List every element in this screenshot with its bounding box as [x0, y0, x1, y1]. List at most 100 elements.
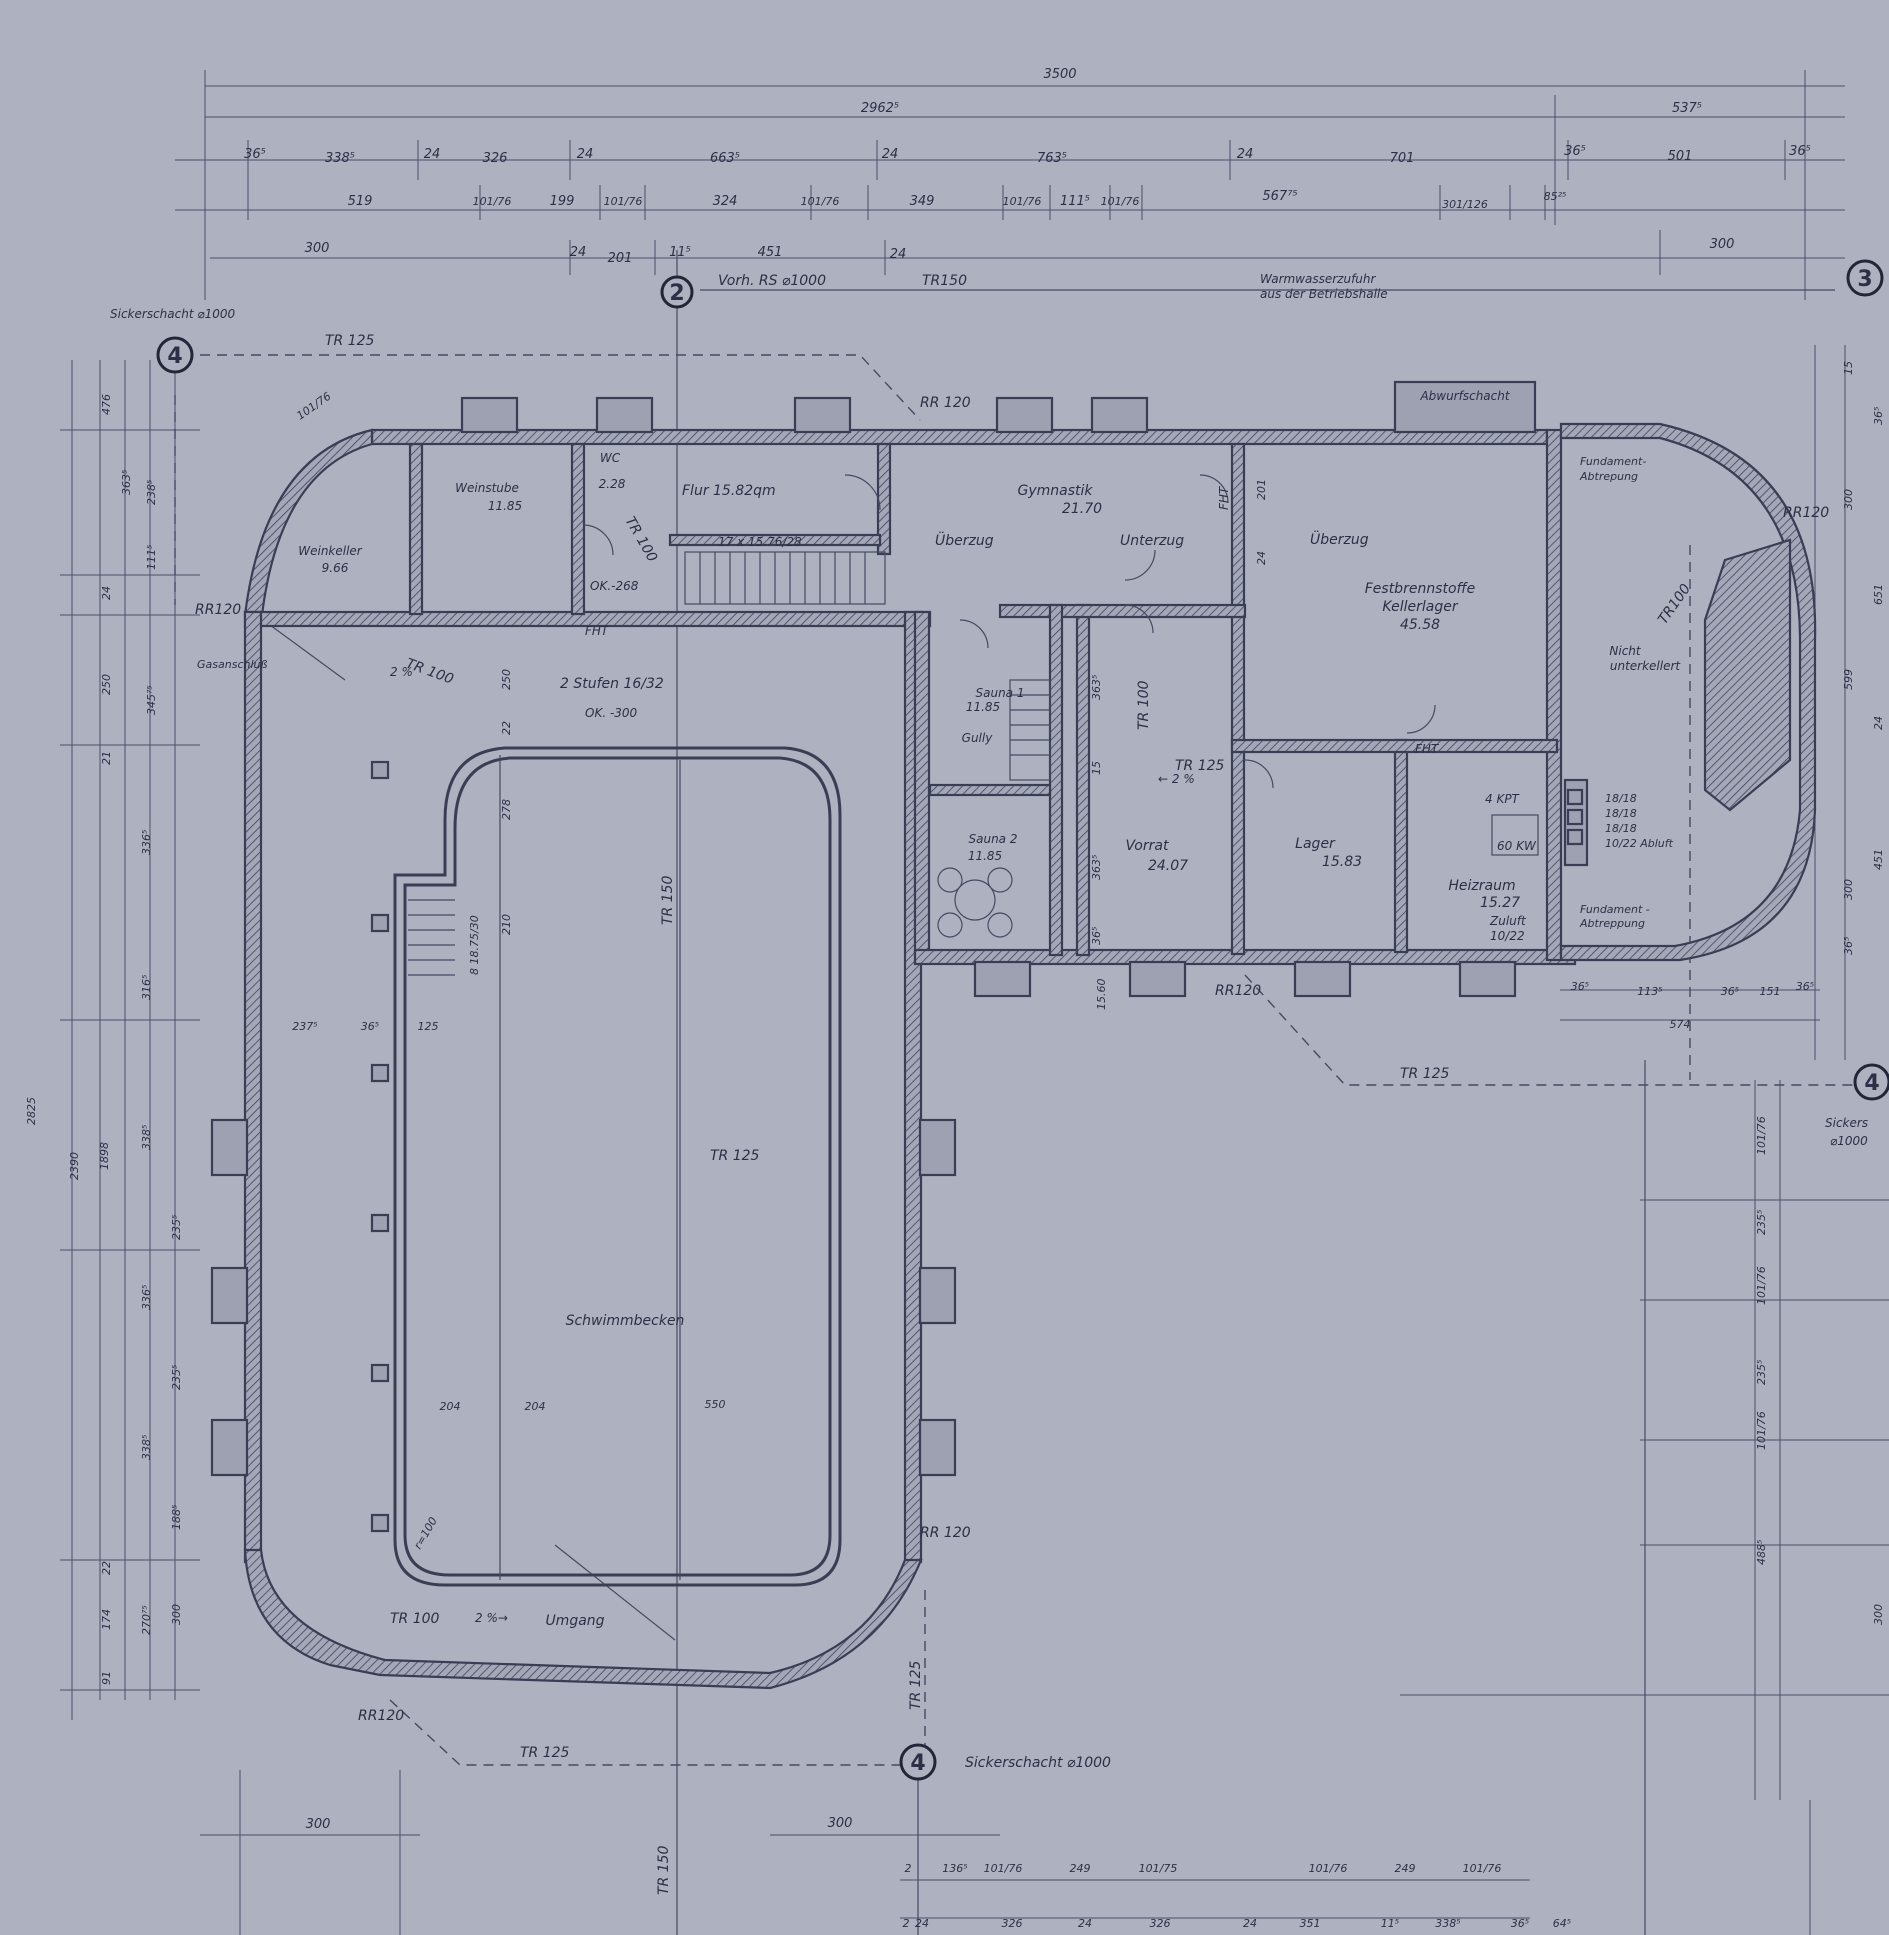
stairs-sauna	[1009, 679, 1051, 781]
label-warmwasser-2: aus der Betriebshalle	[1260, 287, 1388, 301]
room-lager: Lager	[1295, 836, 1336, 852]
label-ok268: OK.-268	[590, 579, 639, 593]
dim-int-8: 24	[1255, 551, 1268, 565]
dim-sub-0: 519	[348, 194, 373, 209]
door-swings	[582, 474, 1436, 789]
drain-lines	[174, 354, 1860, 1766]
room-abwurfschacht: Abwurfschacht	[1419, 389, 1510, 403]
dim-int-3: 210	[500, 914, 513, 935]
dim-right-lower-2: 101/76	[1755, 1266, 1768, 1305]
label-fundament-2: Abtrepung	[1579, 470, 1638, 483]
dim-left-20: 91	[100, 1671, 113, 1685]
dim-b1-2: 101/76	[984, 1862, 1023, 1875]
dim-left-7: 21	[100, 751, 113, 765]
pipe-rr120-d: RR120	[1215, 983, 1261, 999]
dim-left-16: 22	[100, 1561, 113, 1575]
dim-left-total-0: 2825	[25, 1097, 38, 1125]
pipe-rr120-c: RR120	[1783, 505, 1829, 521]
sauna-table	[937, 867, 1013, 938]
room-weinkeller: Weinkeller	[298, 544, 363, 558]
dim-int-5: 36⁵	[361, 1020, 379, 1033]
dim-left-0: 476	[100, 394, 113, 415]
dim-b2-9: 36⁵	[1511, 1917, 1529, 1930]
dim-int-10: 15	[1090, 761, 1103, 775]
note-nicht: Nicht	[1609, 644, 1642, 658]
dim-b2-2: 326	[1002, 1917, 1023, 1930]
svg-text:2: 2	[669, 281, 684, 306]
dim-top-6: 24	[882, 147, 899, 162]
dimension-lines-bottom	[200, 1770, 1811, 1935]
label-stairs: 17 x 15.76/28	[718, 535, 802, 549]
dim-int-11: 363⁵	[1090, 855, 1103, 880]
room-sauna1: Sauna 1	[976, 686, 1025, 700]
pipe-tr125-b: TR 125	[1175, 758, 1225, 774]
dim-left-2: 238⁵	[145, 480, 158, 505]
room-heizraum-area: 15.27	[1480, 895, 1520, 911]
dim-text-top: 3500 2962⁵ 537⁵ 36⁵ 338⁵ 24 326 24 663⁵ …	[244, 67, 1811, 266]
dim-left-total-1: 2390	[68, 1152, 81, 1180]
dim-sub-4: 324	[713, 194, 738, 209]
label-sickerschacht-top: Sickerschacht ⌀1000	[110, 307, 235, 321]
label-fundament-4: Abtreppung	[1579, 917, 1645, 930]
room-weinkeller-area: 9.66	[322, 561, 349, 575]
dim-b2-5: 24	[1243, 1917, 1257, 1930]
pipe-rr120-f: RR120	[358, 1708, 404, 1724]
grid-marker-4-right: 4	[1853, 1063, 1889, 1101]
dim-sub-3: 101/76	[604, 195, 643, 208]
room-gymnastik-area: 21.70	[1062, 501, 1102, 517]
room-lager-area: 15.83	[1322, 854, 1362, 870]
dim-left-19: 300	[170, 1604, 183, 1625]
dim-sub-8: 111⁵	[1060, 194, 1090, 209]
dim-left-15: 188⁵	[170, 1505, 183, 1530]
boiler	[1491, 788, 1584, 856]
dim-b2-8: 338⁵	[1435, 1917, 1460, 1930]
svg-text:4: 4	[1864, 1071, 1879, 1096]
label-ueberzug-1: Überzug	[935, 531, 994, 549]
label-gasanschluss: Gasanschluß	[197, 658, 267, 671]
label-sickerschacht-right-2: ⌀1000	[1830, 1134, 1868, 1148]
dim-left-6: 345⁷⁵	[145, 685, 158, 715]
dim-b1-1: 136⁵	[942, 1862, 967, 1875]
dim-sub-9: 101/76	[1101, 195, 1140, 208]
room-vorrat-area: 24.07	[1148, 858, 1188, 874]
dim-b1-6: 249	[1395, 1862, 1416, 1875]
room-wc: WC	[600, 451, 621, 465]
dim-total: 3500	[1043, 67, 1076, 82]
label-kpt: 4 KPT	[1485, 792, 1521, 806]
room-weinstube-area: 11.85	[488, 499, 522, 513]
label-stufen: 2 Stufen 16/32	[560, 676, 664, 692]
dim-left-4: 24	[100, 586, 113, 600]
pipe-tr150-a: TR150	[922, 273, 967, 289]
dim-text-left: 476 363⁵ 238⁵ 111⁵ 24 250 345⁷⁵ 21 336⁵ …	[25, 394, 183, 1685]
room-vorrat: Vorrat	[1126, 838, 1169, 854]
dim-left-18: 270⁷⁵	[140, 1605, 153, 1635]
dim-br-5: 574	[1670, 1018, 1691, 1031]
dim-sub-12: 85²⁵	[1544, 190, 1567, 203]
dim-b2-1: 24	[915, 1917, 929, 1930]
dim-right-6: 451	[1872, 849, 1885, 870]
dim-left-13: 235⁵	[170, 1365, 183, 1390]
room-wc-area: 2.28	[599, 477, 626, 491]
svg-text:4: 4	[910, 1751, 925, 1776]
dim-b2-4: 326	[1150, 1917, 1171, 1930]
svg-text:4: 4	[167, 344, 182, 369]
dim-left-3: 111⁵	[145, 545, 158, 570]
dim-pool-2: 550	[705, 1398, 726, 1411]
dim-right-lower-0: 101/76	[1755, 1116, 1768, 1155]
label-sickerschacht-right-1: Sickers	[1825, 1116, 1868, 1130]
dim-left-10: 338⁵	[140, 1125, 153, 1150]
room-schwimmbecken: Schwimmbecken	[566, 1313, 685, 1329]
dim-third-2: 201	[608, 251, 633, 266]
dim-right-lower-4: 101/76	[1755, 1411, 1768, 1450]
dim-int-9: 363⁵	[1090, 675, 1103, 700]
grid-marker-2: 2	[660, 275, 694, 309]
pipe-tr100-d: TR 100	[390, 1611, 440, 1627]
pipe-tr150-c: TR 150	[656, 1845, 672, 1895]
walls	[210, 380, 1817, 1690]
stairs-main	[684, 551, 886, 605]
dim-top-1: 338⁵	[325, 151, 355, 166]
dim-int-6: 125	[418, 1020, 439, 1033]
label-slope-2b: ← 2 %	[1158, 772, 1195, 786]
swimming-pool	[370, 746, 842, 1587]
dim-b1-7: 101/76	[1463, 1862, 1502, 1875]
